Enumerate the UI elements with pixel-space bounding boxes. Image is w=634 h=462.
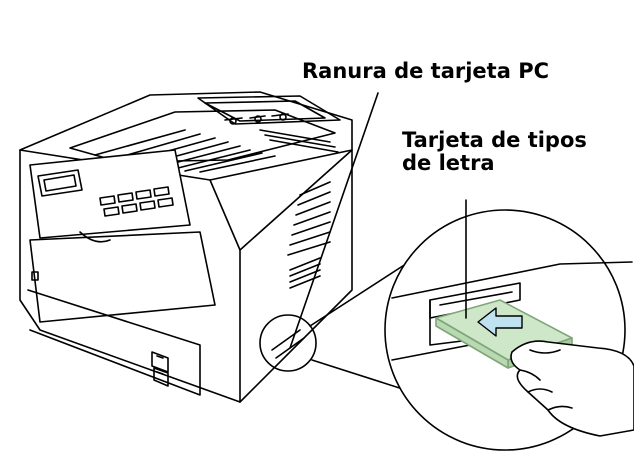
printer-illustration (19, 91, 353, 403)
pc-slot-leader-line (289, 92, 379, 349)
font-card-label-line2: de letra (402, 151, 495, 176)
pc-card-slot-label: Ranura de tarjeta PC (302, 59, 549, 83)
font-card-label-line1: Tarjeta de tipos (402, 128, 587, 152)
pc-card-slot-closeup (391, 261, 633, 361)
magnifier-small-circle (259, 314, 317, 372)
font-card-label: Tarjeta de tipos de letra (402, 128, 587, 176)
insert-arrow-icon (477, 307, 523, 337)
hand-illustration (510, 340, 634, 437)
